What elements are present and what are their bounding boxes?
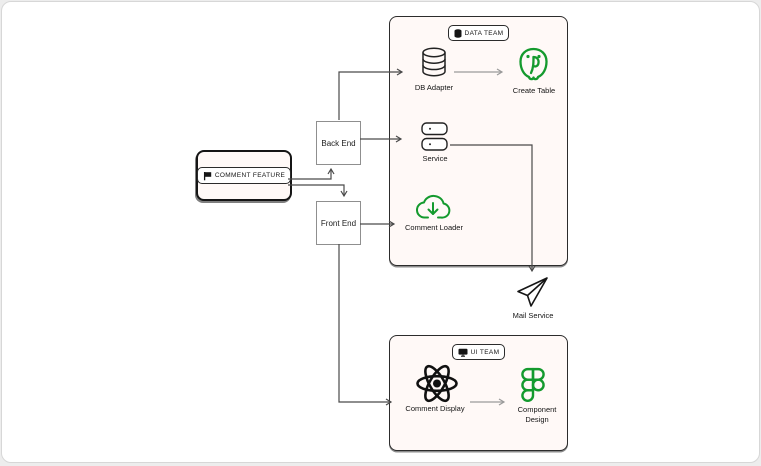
comment-display-label: Comment Display xyxy=(405,404,465,413)
data-team-pill: DATA TEAM xyxy=(447,25,510,41)
node-db-adapter[interactable] xyxy=(421,47,447,77)
ui-team-pill: UI TEAM xyxy=(451,344,506,360)
node-front-end[interactable]: Front End xyxy=(316,201,361,245)
back-end-label: Back End xyxy=(321,138,356,148)
node-comment-feature[interactable]: COMMENT FEATURE xyxy=(196,150,292,201)
database-icon xyxy=(454,28,462,38)
postgresql-icon xyxy=(519,47,548,81)
db-adapter-label: DB Adapter xyxy=(414,83,454,92)
node-mail-service[interactable] xyxy=(514,275,551,309)
connector-commentfeature-frontend xyxy=(288,184,348,198)
monitor-icon xyxy=(458,348,468,357)
server-stack-icon xyxy=(421,122,448,151)
connector-frontend-commentdisplay xyxy=(338,244,393,406)
cloud-download-icon xyxy=(416,194,451,219)
create-table-label: Create Table xyxy=(512,86,556,95)
node-back-end[interactable]: Back End xyxy=(316,121,361,165)
figma-icon xyxy=(521,367,545,403)
paper-plane-icon xyxy=(517,277,548,307)
node-component-design[interactable] xyxy=(520,367,546,404)
data-team-label: DATA TEAM xyxy=(464,29,504,37)
ui-team-label: UI TEAM xyxy=(470,348,500,356)
flag-icon xyxy=(203,171,212,180)
component-design-label: Component Design xyxy=(517,405,557,424)
comment-loader-label: Comment Loader xyxy=(405,223,463,232)
node-comment-loader[interactable] xyxy=(415,193,452,222)
node-create-table[interactable] xyxy=(515,46,552,84)
front-end-label: Front End xyxy=(320,218,357,228)
service-label: Service xyxy=(422,154,448,163)
mail-service-label: Mail Service xyxy=(512,311,554,320)
group-ui-team[interactable]: UI TEAM xyxy=(389,335,568,451)
node-comment-display[interactable] xyxy=(414,363,460,404)
comment-feature-label: COMMENT FEATURE xyxy=(214,172,286,179)
react-icon xyxy=(416,364,458,403)
connector-commentfeature-backend xyxy=(288,167,335,180)
database-cylinder-icon xyxy=(422,47,446,77)
node-service[interactable] xyxy=(421,122,448,151)
comment-feature-pill: COMMENT FEATURE xyxy=(196,167,292,184)
